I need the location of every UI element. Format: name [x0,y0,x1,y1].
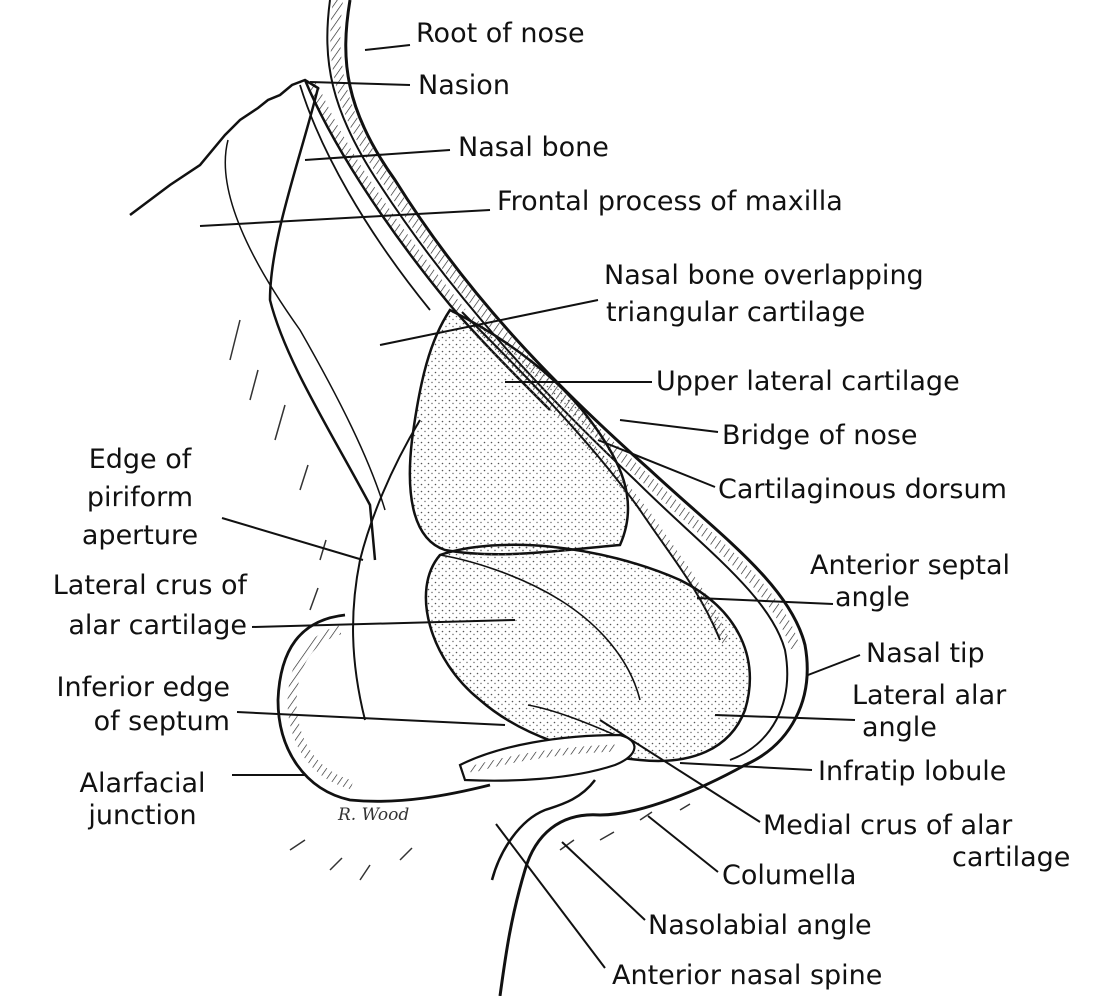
label-dorsum: Cartilaginous dorsum [718,474,1007,505]
label-lateral-crus-line1: Lateral crus of [52,570,247,601]
label-infratip: Infratip lobule [818,756,1007,787]
nostril [458,733,636,782]
cheek-hatching [229,319,691,881]
label-upper-lateral: Upper lateral cartilage [656,366,960,397]
leader-dorsum [597,439,716,488]
leader-nasion [309,81,411,86]
leader-root-of-nose [364,44,411,51]
leader-piriform [221,517,364,561]
leader-nasal-bone [304,149,451,161]
skin-profile-outline [344,0,809,996]
label-overlap-line1: Nasal bone overlapping [604,260,924,291]
ala-outline [276,613,491,803]
nostril-shading [468,744,616,774]
label-inferior-septum-line1: Inferior edge [56,672,231,703]
label-alarfacial-line1: Alarfacial [79,768,206,799]
label-nasion: Nasion [418,70,510,101]
leader-nasal-spine [495,823,606,969]
label-piriform-line3: aperture [81,520,199,551]
label-septal-angle-line1: Anterior septal [810,550,1011,581]
label-frontal-process: Frontal process of maxilla [497,186,843,217]
leader-overlap [379,299,599,346]
columella-lip [490,779,596,881]
leader-lines [199,44,861,969]
label-overlap-line2: triangular cartilage [606,297,866,328]
label-lateral-alar-line1: Lateral alar [852,680,1007,711]
label-columella: Columella [722,860,857,891]
leader-infratip [679,762,813,771]
label-nasolabial: Nasolabial angle [648,910,872,941]
nasal-bone-hatching [307,80,466,315]
label-medial-crus-line2: cartilage [952,842,1071,873]
label-nasal-tip: Nasal tip [866,638,985,669]
lateral-crus-fold [439,554,641,701]
leader-inferior-septum [236,711,506,726]
leader-medial-crus [599,719,761,823]
label-piriform-line1: Edge of [88,444,192,475]
leader-lateral-crus [251,619,516,628]
lateral-crus [424,543,752,763]
label-bridge: Bridge of nose [722,420,918,451]
frontal-process-outline [129,78,377,561]
leader-septal-angle [696,597,834,605]
leader-lateral-alar [714,714,856,721]
label-alarfacial-line2: junction [88,800,197,831]
ala-hatching [287,625,354,790]
leader-bridge [619,419,719,433]
artist-signature: R. Wood [338,805,410,825]
label-piriform-line2: piriform [86,482,194,513]
label-nasal-bone: Nasal bone [458,132,609,163]
label-septal-angle-line2: angle [835,582,910,613]
septum-edge [527,704,616,736]
label-inferior-septum-line2: of septum [93,706,230,737]
label-root-of-nose: Root of nose [416,18,585,49]
frontal-process-ridge [224,139,386,511]
label-nasal-spine: Anterior nasal spine [612,960,883,991]
leader-nasal-tip [807,654,861,676]
nasal-bone-inner [299,84,431,311]
leader-frontal-process [199,209,491,227]
label-lateral-crus-line2: alar cartilage [68,610,247,641]
leader-columella [647,815,719,873]
leader-nasolabial [561,841,646,921]
label-medial-crus-line1: Medial crus of alar [763,810,1013,841]
label-lateral-alar-line2: angle [862,712,937,743]
